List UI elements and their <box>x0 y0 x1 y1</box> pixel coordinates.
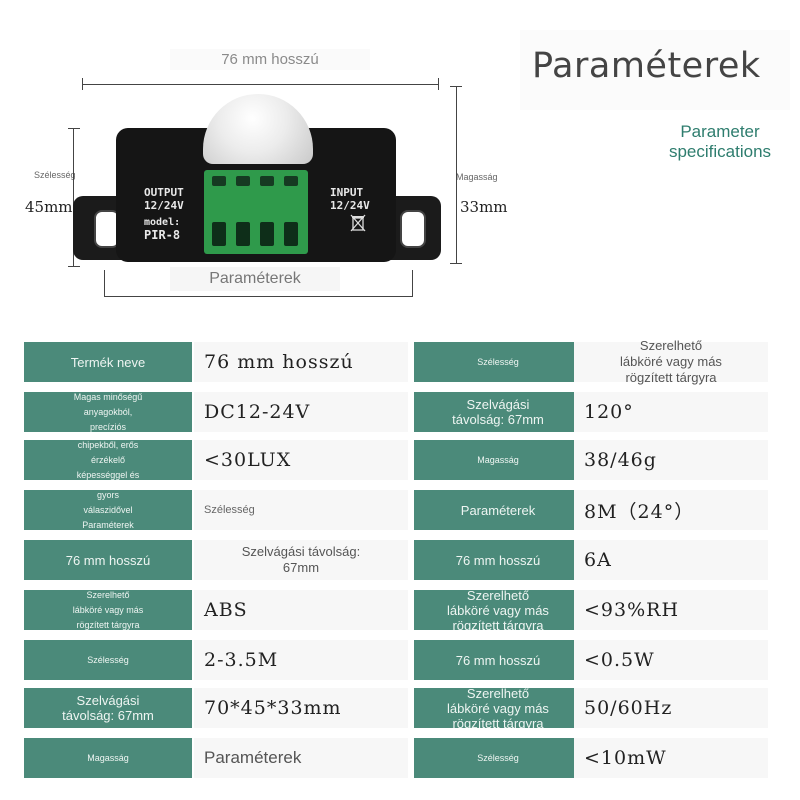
height-small-label: Magasság <box>456 172 498 182</box>
spec-label-right: Szerelhető lábköré vagy más rögzített tá… <box>414 688 582 728</box>
device-model-label: model: <box>144 217 181 228</box>
width-tick-top <box>68 128 80 129</box>
height-dimension-line <box>456 86 457 264</box>
terminal-wire-slot <box>260 222 274 246</box>
spec-label-left: Szélesség <box>24 640 192 680</box>
spec-value-left: Szelvágási távolság: 67mm <box>194 540 408 580</box>
title-panel <box>520 30 790 110</box>
spec-label-right: Szélesség <box>414 342 582 382</box>
length-tick-right <box>438 78 439 90</box>
spec-value-right: 8M（24°） <box>574 490 768 530</box>
mounting-hole-right <box>400 210 426 248</box>
length-tick-left <box>82 78 83 90</box>
width-tick-bottom <box>68 266 80 267</box>
spec-value-right: <10mW <box>574 738 768 778</box>
spec-label-right: Magasság <box>414 440 582 480</box>
device-output-voltage: 12/24V <box>144 199 184 212</box>
width-dimension-line <box>73 128 74 266</box>
spec-label-left: chipekből, erős érzékelő képességgel és <box>24 440 192 480</box>
bottom-tick-left <box>104 270 105 297</box>
pir-sensor-dome <box>203 94 313 164</box>
bottom-label: Paraméterek <box>170 267 340 291</box>
spec-value-right: 120° <box>574 392 768 432</box>
spec-label-left: 76 mm hosszú <box>24 540 192 580</box>
spec-label-left: Szerelhető lábköré vagy más rögzített tá… <box>24 590 192 630</box>
spec-value-left: ABS <box>194 590 408 630</box>
device-model-value: PIR-8 <box>144 228 181 242</box>
spec-value-left: DC12-24V <box>194 392 408 432</box>
spec-label-right: Szélesség <box>414 738 582 778</box>
spec-label-right: 76 mm hosszú <box>414 540 582 580</box>
spec-value-left: 76 mm hosszú <box>194 342 408 382</box>
terminal-screw <box>260 176 274 186</box>
bottom-tick-right <box>412 270 413 297</box>
terminal-screw <box>236 176 250 186</box>
terminal-wire-slot <box>284 222 298 246</box>
spec-label-left: gyors válaszidővel Paraméterek <box>24 490 192 530</box>
spec-value-left: Paraméterek <box>194 738 408 778</box>
bottom-dimension-line <box>104 296 412 297</box>
spec-label-right: Paraméterek <box>414 490 582 530</box>
spec-value-left: 2-3.5M <box>194 640 408 680</box>
terminal-screw <box>212 176 226 186</box>
weee-bin-icon <box>350 214 366 232</box>
spec-value-right: <0.5W <box>574 640 768 680</box>
spec-value-left: <30LUX <box>194 440 408 480</box>
spec-label-right: Szelvágási távolság: 67mm <box>414 392 582 432</box>
device-output-text: OUTPUT <box>144 186 184 199</box>
terminal-wire-slot <box>212 222 226 246</box>
spec-label-left: Szelvágási távolság: 67mm <box>24 688 192 728</box>
terminal-screw <box>284 176 298 186</box>
height-value: 33mm <box>460 198 508 216</box>
width-value: 45mm <box>25 198 73 216</box>
height-tick-top <box>450 86 462 87</box>
spec-value-left: Szélesség <box>194 490 408 530</box>
spec-label-left: Magasság <box>24 738 192 778</box>
length-dimension-line <box>82 84 438 85</box>
page-subtitle: Parameter specifications <box>668 122 772 161</box>
spec-label-left: Termék neve <box>24 342 192 382</box>
spec-value-right: 50/60Hz <box>574 688 768 728</box>
page-title: Paraméterek <box>532 46 761 86</box>
spec-label-left: Magas minőségű anyagokból, precíziós <box>24 392 192 432</box>
spec-value-right: <93%RH <box>574 590 768 630</box>
spec-label-right: Szerelhető lábköré vagy más rögzített tá… <box>414 590 582 630</box>
spec-value-right: Szerelhető lábköré vagy más rögzített tá… <box>574 338 768 385</box>
spec-label-right: 76 mm hosszú <box>414 640 582 680</box>
device-input-voltage: 12/24V <box>330 199 370 212</box>
height-tick-bottom <box>450 263 462 264</box>
spec-value-right: 38/46g <box>574 440 768 480</box>
device-input-text: INPUT <box>330 186 364 199</box>
terminal-wire-slot <box>236 222 250 246</box>
spec-value-left: 70*45*33mm <box>194 688 408 728</box>
spec-value-right: 6A <box>574 540 768 580</box>
length-label: 76 mm hosszú <box>170 49 370 70</box>
width-small-label: Szélesség <box>34 170 76 180</box>
